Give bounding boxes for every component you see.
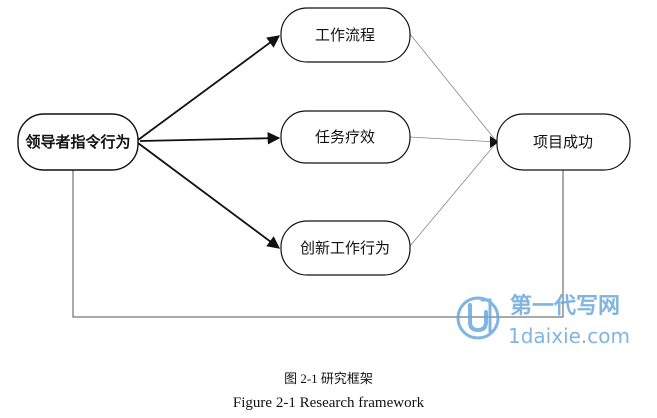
arrow-leader-to-task [139,131,281,145]
node-leader: 领导者指令行为 [17,113,139,171]
watermark-brand: 第一代写网 [510,293,620,319]
node-task: 任务疗效 [280,110,411,164]
figure-caption-en: Figure 2-1 Research framework [232,395,425,411]
arrowhead-into-success [490,136,499,148]
node-success-label: 项目成功 [533,133,593,151]
node-success: 项目成功 [496,113,631,171]
research-framework-diagram: 领导者指令行为 工作流程 任务疗效 创新工作行为 项目成功 第一代写网 1dai… [17,7,631,348]
line-workflow-to-success [409,33,498,143]
node-leader-label: 领导者指令行为 [24,133,130,151]
feedback-path [72,170,564,318]
node-task-label: 任务疗效 [315,128,375,146]
arrow-leader-to-workflow [137,35,281,141]
figure-caption-cn: 图 2-1 研究框架 [284,371,373,386]
arrow-leader-to-innovation [137,142,281,249]
watermark-url: 1daixie.com [508,324,630,348]
node-innovation: 创新工作行为 [280,220,411,276]
line-task-to-success [409,136,498,143]
node-workflow-label: 工作流程 [315,26,375,44]
watermark-logo-icon [456,296,500,340]
line-innovation-to-success [409,141,498,247]
watermark: 第一代写网 1daixie.com [456,293,630,348]
node-workflow: 工作流程 [280,7,411,63]
node-innovation-label: 创新工作行为 [300,239,390,257]
